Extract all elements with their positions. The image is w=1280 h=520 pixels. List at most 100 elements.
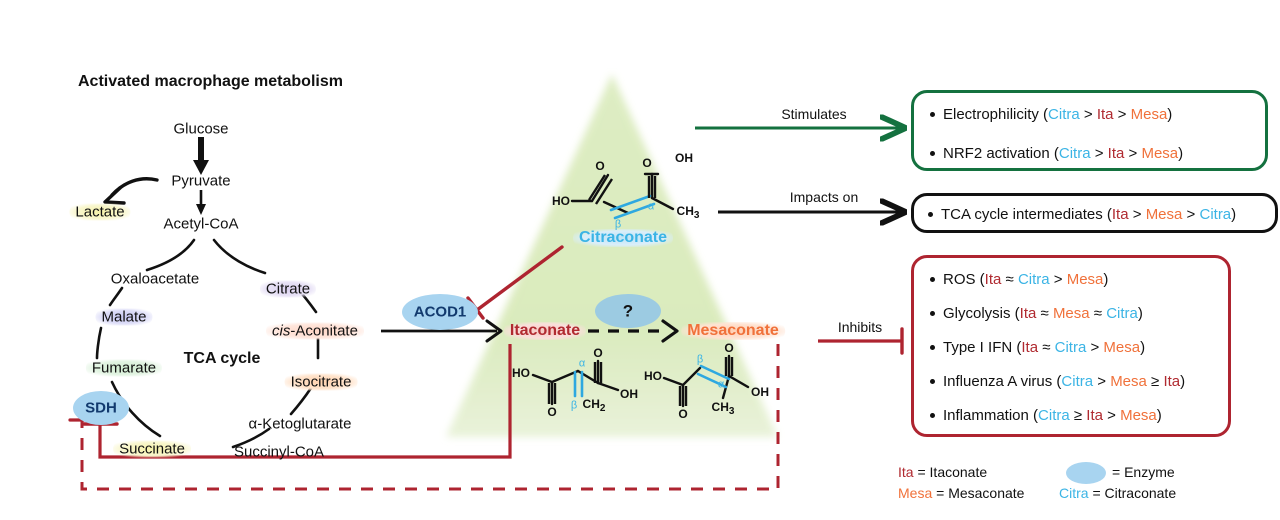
bullet-text: ROS (Ita ≈ Citra > Mesa) <box>943 271 1109 288</box>
citraconate-ch3-sub: 3 <box>693 210 700 222</box>
node-succinyl-coa: Succinyl-CoA <box>233 443 325 461</box>
metabolite-citra: Citra <box>1199 206 1232 223</box>
impacts-outcome-box: TCA cycle intermediates (Ita > Mesa > Ci… <box>911 193 1278 233</box>
citraconate-o-top-label: O <box>642 156 652 170</box>
bullet-item: Inflammation (Citra ≥ Ita > Mesa) <box>930 407 1212 424</box>
bullet-item: ROS (Ita ≈ Citra > Mesa) <box>930 271 1212 288</box>
comparator: ≥ <box>1146 373 1164 390</box>
citraconate-beta-label: β <box>614 218 622 231</box>
comparator: > <box>1049 271 1067 288</box>
node-glucose: Glucose <box>173 120 229 138</box>
citraconate-o-left-label: O <box>595 159 605 173</box>
itaconate-to-mesaconate-arrow <box>588 319 679 343</box>
legend-mesa-row: Mesa = Mesaconate <box>898 483 1024 504</box>
legend-mesa-key: Mesa <box>898 485 933 501</box>
itaconate-o-top-label: O <box>593 346 603 360</box>
node-fumarate: Fumarate <box>85 359 163 377</box>
legend-citra-key: Citra <box>1059 485 1089 501</box>
mesaconate-oh-label: OH <box>751 385 769 399</box>
itaconate-exocyclic-double <box>573 370 584 398</box>
bullet-item: Influenza A virus (Citra > Mesa ≥ Ita) <box>930 373 1212 390</box>
bullet-text: NRF2 activation (Citra > Ita > Mesa) <box>943 145 1184 162</box>
page-title: Activated macrophage metabolism <box>78 73 343 90</box>
mesaconate-alpha-label: α <box>717 378 725 391</box>
aconitate-to-itaconate-arrow <box>381 319 503 343</box>
node-alpha-ketoglutarate: α-Ketoglutarate <box>248 415 352 433</box>
metabolite-ita: Ita <box>1086 407 1103 424</box>
bullet-dot <box>930 379 935 384</box>
legend-enzyme-def: = Enzyme <box>1112 464 1175 480</box>
metabolite-citra: Citra <box>1106 305 1138 322</box>
comparator: > <box>1090 145 1108 162</box>
bullet-item: TCA cycle intermediates (Ita > Mesa > Ci… <box>928 206 1261 223</box>
metabolite-mesa: Mesa <box>1052 305 1090 322</box>
sdh-ellipse <box>73 391 129 425</box>
legend-citra-row: Citra = Citraconate <box>1059 483 1176 504</box>
bullet-text: Inflammation (Citra ≥ Ita > Mesa) <box>943 407 1162 424</box>
legend-enzyme-ellipse <box>1066 462 1106 484</box>
comparator: > <box>1102 407 1121 424</box>
impacts-on-label: Impacts on <box>789 189 859 205</box>
node-citrate: Citrate <box>259 280 317 298</box>
itaconate-oh-label: OH <box>620 387 638 401</box>
inhibits-list: ROS (Ita ≈ Citra > Mesa) Glycolysis (Ita … <box>930 271 1212 424</box>
bullet-item: Glycolysis (Ita ≈ Mesa ≈ Citra) <box>930 305 1212 322</box>
metabolite-ita: Ita <box>1021 339 1039 356</box>
mesaconate-double-bond <box>696 364 731 389</box>
aconitate-suffix: -Aconitate <box>290 322 358 340</box>
bullet-item: Type I IFN (Ita ≈ Citra > Mesa) <box>930 339 1212 356</box>
node-pyruvate: Pyruvate <box>171 172 231 190</box>
node-succinate: Succinate <box>113 440 191 458</box>
legend-left: Ita = Itaconate Mesa = Mesaconate <box>898 462 1024 504</box>
comparator: > <box>1124 145 1142 162</box>
metabolite-mesa: Mesa <box>1103 339 1141 356</box>
citraconate-oh-label: OH <box>675 151 693 165</box>
inhibits-outcome-box: ROS (Ita ≈ Citra > Mesa) Glycolysis (Ita … <box>911 255 1231 437</box>
itaconate-o-left-label: O <box>547 405 557 419</box>
metabolite-mesa: Mesa <box>1110 373 1147 390</box>
stimulates-outcome-box: Electrophilicity (Citra > Ita > Mesa) NRF… <box>911 90 1268 171</box>
bullet-dot <box>930 151 935 156</box>
stimulates-list: Electrophilicity (Citra > Ita > Mesa) NRF… <box>930 106 1249 162</box>
mesaconate-ch3-sub: 3 <box>728 406 735 418</box>
green-triangle <box>446 74 778 437</box>
itaconate-ch2-sub: 2 <box>599 403 606 415</box>
enzyme-acod1-label: ACOD1 <box>413 303 467 321</box>
metabolite-citra: Citra <box>1058 145 1091 162</box>
comparator: ≥ <box>1069 407 1087 424</box>
itaconate-ch2-label: CH2 <box>582 396 606 415</box>
metabolite-citra: Citra <box>1061 373 1094 390</box>
inhibits-arrow <box>818 327 904 355</box>
comparator: > <box>1086 339 1104 356</box>
node-mesaconate: Mesaconate <box>681 322 785 340</box>
impacts-list: TCA cycle intermediates (Ita > Mesa > Ci… <box>928 206 1261 223</box>
unknown-enzyme-question-label: ? <box>622 301 634 321</box>
node-itaconate: Itaconate <box>503 322 587 340</box>
legend-mesa-def: = Mesaconate <box>936 485 1025 501</box>
itaconate-carbonyl-double <box>547 362 603 404</box>
comparator: ≈ <box>1038 339 1055 356</box>
bullet-text: Type I IFN (Ita ≈ Citra > Mesa) <box>943 339 1146 356</box>
citraconate-alpha-label: α <box>647 200 655 213</box>
bullet-text: Influenza A virus (Citra > Mesa ≥ Ita) <box>943 373 1186 390</box>
metabolite-mesa: Mesa <box>1120 407 1157 424</box>
bullet-text: Glycolysis (Ita ≈ Mesa ≈ Citra) <box>943 305 1143 322</box>
legend-ita-key: Ita <box>898 464 914 480</box>
stimulates-label: Stimulates <box>781 106 847 122</box>
bullet-dot <box>930 311 935 316</box>
legend-citra-def: = Citraconate <box>1092 485 1177 501</box>
inhibits-label: Inhibits <box>837 319 883 335</box>
metabolite-mesa: Mesa <box>1066 271 1104 288</box>
bullet-item: Electrophilicity (Citra > Ita > Mesa) <box>930 106 1249 123</box>
metabolite-mesa: Mesa <box>1141 145 1179 162</box>
mesaconate-ch3-label: CH3 <box>711 399 735 418</box>
mesaconate-beta-label: β <box>696 353 704 366</box>
comparator: > <box>1079 106 1097 123</box>
bullet-dot <box>930 277 935 282</box>
bullet-text: TCA cycle intermediates (Ita > Mesa > Ci… <box>941 206 1237 223</box>
bullet-text: Electrophilicity (Citra > Ita > Mesa) <box>943 106 1173 123</box>
node-isocitrate: Isocitrate <box>284 373 358 391</box>
metabolite-citra: Citra <box>1048 106 1080 123</box>
